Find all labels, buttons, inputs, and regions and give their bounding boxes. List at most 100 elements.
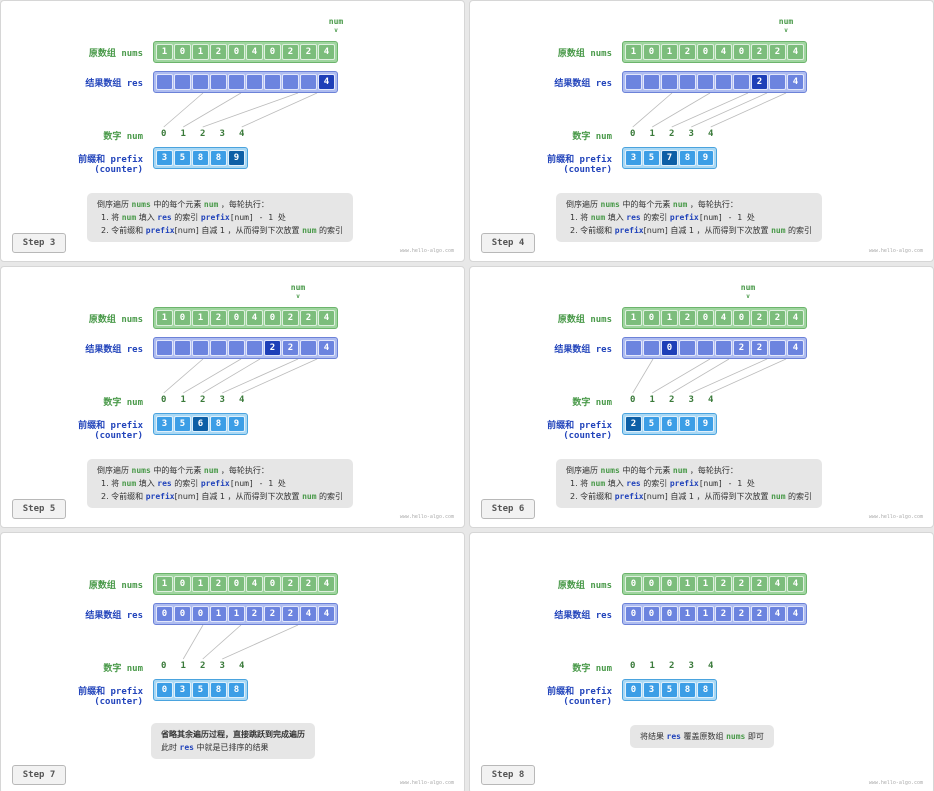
counter-label: (counter)	[94, 431, 143, 441]
res-array-cell: 0	[625, 606, 642, 622]
res-array-cell: 2	[733, 606, 750, 622]
res-array-cell	[192, 74, 209, 90]
num-digit: 4	[708, 395, 714, 405]
prefix-array-cell: 6	[192, 416, 209, 432]
res-array-cell: 4	[787, 340, 804, 356]
prefix-array-cell: 9	[228, 416, 245, 432]
num-digit: 0	[161, 129, 167, 139]
note-line: 1. 将 num 填入 res 的索引 prefix[num] - 1 处	[570, 479, 755, 488]
num-digit: 3	[688, 129, 694, 139]
connector-line	[241, 358, 318, 394]
res-array-cell: 0	[661, 340, 678, 356]
res-label: 结果数组 res	[85, 345, 143, 355]
prefix-array-cell: 2	[625, 416, 642, 432]
prefix-array-cell: 3	[156, 150, 173, 166]
res-array-cell	[643, 74, 660, 90]
prefix-label: 前缀和 prefix	[547, 421, 612, 431]
chevron-down-icon: v	[784, 27, 788, 34]
num-digit: 0	[630, 661, 636, 671]
num-digit: 4	[239, 661, 245, 671]
nums-array-cell: 2	[300, 44, 317, 60]
num-digit: 1	[180, 395, 186, 405]
res-array-cell: 2	[282, 606, 299, 622]
nums-array-cell: 2	[679, 44, 696, 60]
res-label: 结果数组 res	[85, 611, 143, 621]
res-array-cell: 4	[318, 340, 335, 356]
step-badge: Step 8	[481, 765, 535, 785]
num-digit: 3	[219, 129, 225, 139]
nums-array-cell: 0	[643, 44, 660, 60]
nums-array-cell: 4	[246, 310, 263, 326]
nums-array-cell: 0	[697, 310, 714, 326]
res-array-cell: 2	[751, 74, 768, 90]
res-array-cell: 0	[643, 606, 660, 622]
step-badge: Step 5	[12, 499, 66, 519]
num-digit: 0	[161, 661, 167, 671]
nums-array-cell: 1	[192, 310, 209, 326]
res-array-cell: 1	[697, 606, 714, 622]
watermark: www.hello-algo.com	[399, 780, 454, 786]
res-array-cell	[715, 340, 732, 356]
nums-array-cell: 4	[715, 310, 732, 326]
res-array-cell: 2	[264, 340, 281, 356]
connector-line	[182, 624, 204, 660]
step-badge: Step 7	[12, 765, 66, 785]
connector-line	[652, 92, 711, 128]
connector-line	[163, 92, 204, 128]
res-array-cell: 2	[715, 606, 732, 622]
nums-array-cell: 0	[733, 310, 750, 326]
num-label: 数字 num	[103, 132, 143, 142]
res-array-cell: 2	[282, 340, 299, 356]
connector-lines	[163, 358, 318, 394]
counter-label: (counter)	[563, 165, 612, 175]
note-line: 2. 令前缀和 prefix[num] 自减 1 ，从而得到下次放置 num 的…	[570, 492, 813, 501]
nums-array-cell: 4	[318, 44, 335, 60]
res-array-cell	[661, 74, 678, 90]
nums-array-cell: 1	[625, 310, 642, 326]
res-array-cell: 4	[769, 606, 786, 622]
nums-array-cell: 0	[697, 44, 714, 60]
counter-label: (counter)	[94, 697, 143, 707]
step-badge: Step 3	[12, 233, 66, 253]
nums-label: 原数组 nums	[557, 315, 612, 325]
num-digit: 1	[649, 129, 655, 139]
res-array-cell: 2	[733, 340, 750, 356]
connector-line	[691, 358, 768, 394]
prefix-array-cell: 9	[697, 416, 714, 432]
num-digit: 2	[200, 129, 206, 139]
explanation-note: 倒序遍历 nums 中的每个元素 num ，每轮执行：1. 将 num 填入 r…	[556, 193, 823, 242]
num-label: 数字 num	[103, 398, 143, 408]
explanation-note: 省略其余遍历过程，直接跳跃到完成遍历此时 res 中就是已排序的结果	[151, 723, 315, 759]
nums-array-cell: 2	[210, 576, 227, 592]
note-line: 将结果 res 覆盖原数组 nums 即可	[640, 732, 764, 741]
nums-array-cell: 0	[264, 44, 281, 60]
num-label: 数字 num	[103, 664, 143, 674]
note-line: 倒序遍历 nums 中的每个元素 num ，每轮执行：	[566, 466, 738, 475]
note-line: 省略其余遍历过程，直接跳跃到完成遍历	[161, 730, 305, 739]
num-digit: 0	[161, 395, 167, 405]
prefix-label: 前缀和 prefix	[78, 421, 143, 431]
nums-array-cell: 1	[156, 44, 173, 60]
res-array-cell	[156, 74, 173, 90]
num-digit: 4	[708, 661, 714, 671]
res-array-cell	[246, 74, 263, 90]
prefix-label: 前缀和 prefix	[547, 155, 612, 165]
nums-array-cell: 1	[625, 44, 642, 60]
connector-line	[202, 624, 242, 660]
num-pointer-label: num	[290, 283, 306, 292]
